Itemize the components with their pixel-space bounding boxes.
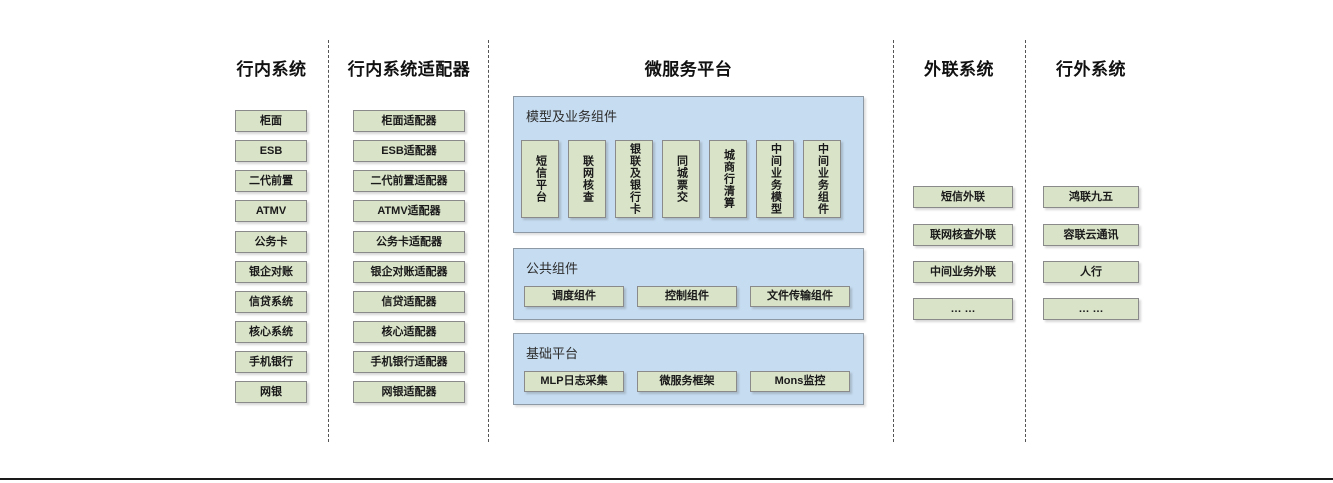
node-public-component[interactable]: 控制组件 — [637, 286, 737, 307]
node-model-component[interactable]: 中间业务模型 — [756, 140, 794, 218]
node-internal-adapter[interactable]: 信贷适配器 — [353, 291, 465, 313]
panel-basic-platform: 基础平台 — [513, 333, 864, 405]
panel-title-model-business-components: 模型及业务组件 — [526, 109, 618, 124]
node-internal-system[interactable]: 柜面 — [235, 110, 307, 132]
node-internal-adapter[interactable]: 核心适配器 — [353, 321, 465, 343]
node-internal-system[interactable]: 银企对账 — [235, 261, 307, 283]
node-internal-adapter[interactable]: 网银适配器 — [353, 381, 465, 403]
node-model-component[interactable]: 联网核查 — [568, 140, 606, 218]
node-internal-adapter[interactable]: ATMV适配器 — [353, 200, 465, 222]
column-title-external-liaison-systems: 外联系统 — [924, 60, 994, 79]
panel-public-components: 公共组件 — [513, 248, 864, 320]
node-model-component[interactable]: 银联及银行卡 — [615, 140, 653, 218]
node-model-component[interactable]: 同城票交 — [662, 140, 700, 218]
node-model-component[interactable]: 中间业务组件 — [803, 140, 841, 218]
node-basic-platform-component[interactable]: Mons监控 — [750, 371, 850, 392]
node-internal-system[interactable]: 公务卡 — [235, 231, 307, 253]
node-internal-adapter[interactable]: 柜面适配器 — [353, 110, 465, 132]
node-outside-bank-system[interactable]: … … — [1043, 298, 1139, 320]
node-basic-platform-component[interactable]: MLP日志采集 — [524, 371, 624, 392]
node-internal-system[interactable]: 信贷系统 — [235, 291, 307, 313]
node-basic-platform-component[interactable]: 微服务框架 — [637, 371, 737, 392]
bottom-divider — [0, 478, 1333, 480]
node-public-component[interactable]: 文件传输组件 — [750, 286, 850, 307]
node-internal-adapter[interactable]: 手机银行适配器 — [353, 351, 465, 373]
node-external-liaison-system[interactable]: 中间业务外联 — [913, 261, 1013, 283]
node-external-liaison-system[interactable]: … … — [913, 298, 1013, 320]
panel-title-public-components: 公共组件 — [526, 261, 579, 276]
panel-title-basic-platform: 基础平台 — [526, 346, 579, 361]
column-divider-3 — [893, 40, 894, 442]
node-outside-bank-system[interactable]: 鸿联九五 — [1043, 186, 1139, 208]
node-model-component[interactable]: 短信平台 — [521, 140, 559, 218]
column-title-internal-adapters: 行内系统适配器 — [347, 60, 471, 79]
node-internal-system[interactable]: 二代前置 — [235, 170, 307, 192]
node-internal-system[interactable]: 核心系统 — [235, 321, 307, 343]
column-divider-4 — [1025, 40, 1026, 442]
node-internal-adapter[interactable]: 公务卡适配器 — [353, 231, 465, 253]
node-outside-bank-system[interactable]: 容联云通讯 — [1043, 224, 1139, 246]
node-external-liaison-system[interactable]: 联网核查外联 — [913, 224, 1013, 246]
column-title-outside-bank-systems: 行外系统 — [1056, 60, 1126, 79]
column-title-internal-systems: 行内系统 — [236, 60, 307, 79]
column-divider-2 — [488, 40, 489, 442]
node-outside-bank-system[interactable]: 人行 — [1043, 261, 1139, 283]
node-internal-system[interactable]: 网银 — [235, 381, 307, 403]
node-external-liaison-system[interactable]: 短信外联 — [913, 186, 1013, 208]
node-internal-adapter[interactable]: 二代前置适配器 — [353, 170, 465, 192]
node-internal-adapter[interactable]: ESB适配器 — [353, 140, 465, 162]
node-public-component[interactable]: 调度组件 — [524, 286, 624, 307]
node-internal-system[interactable]: ATMV — [235, 200, 307, 222]
node-internal-adapter[interactable]: 银企对账适配器 — [353, 261, 465, 283]
column-divider-1 — [328, 40, 329, 442]
node-internal-system[interactable]: 手机银行 — [235, 351, 307, 373]
column-title-microservice-platform: 微服务平台 — [644, 60, 733, 79]
node-model-component[interactable]: 城商行清算 — [709, 140, 747, 218]
node-internal-system[interactable]: ESB — [235, 140, 307, 162]
